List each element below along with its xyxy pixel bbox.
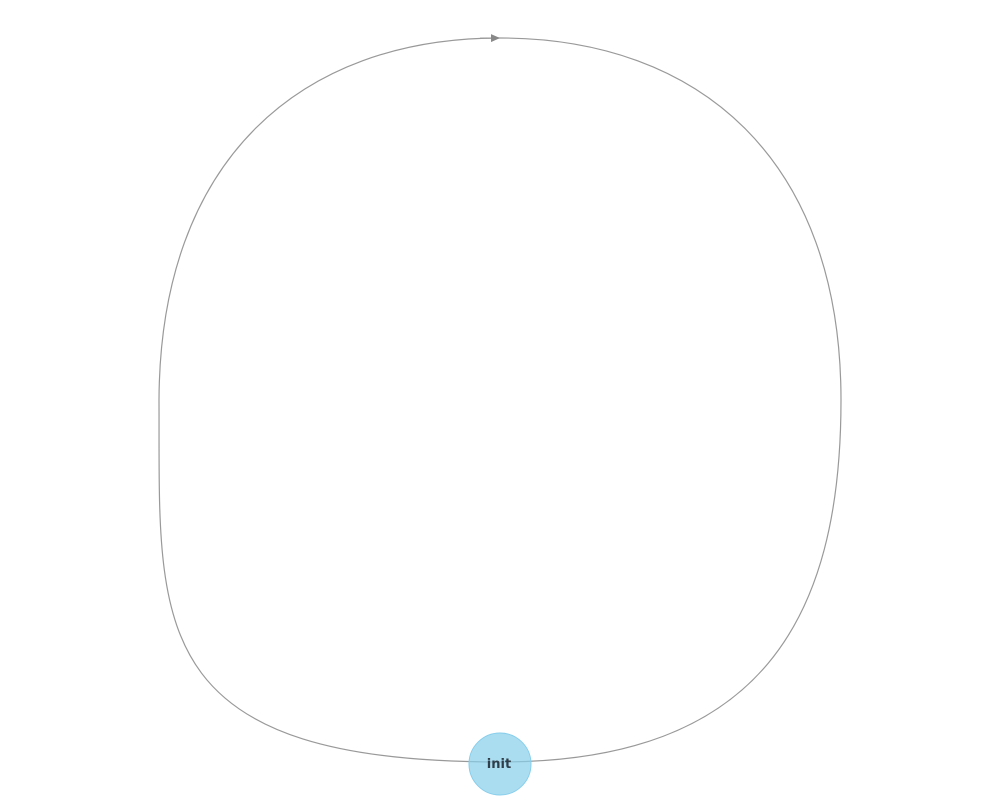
- node-init-label: init: [487, 757, 511, 772]
- edge-init-to-init: [158, 37, 842, 763]
- node-init-circle[interactable]: [468, 732, 532, 796]
- node-init[interactable]: init: [468, 732, 532, 796]
